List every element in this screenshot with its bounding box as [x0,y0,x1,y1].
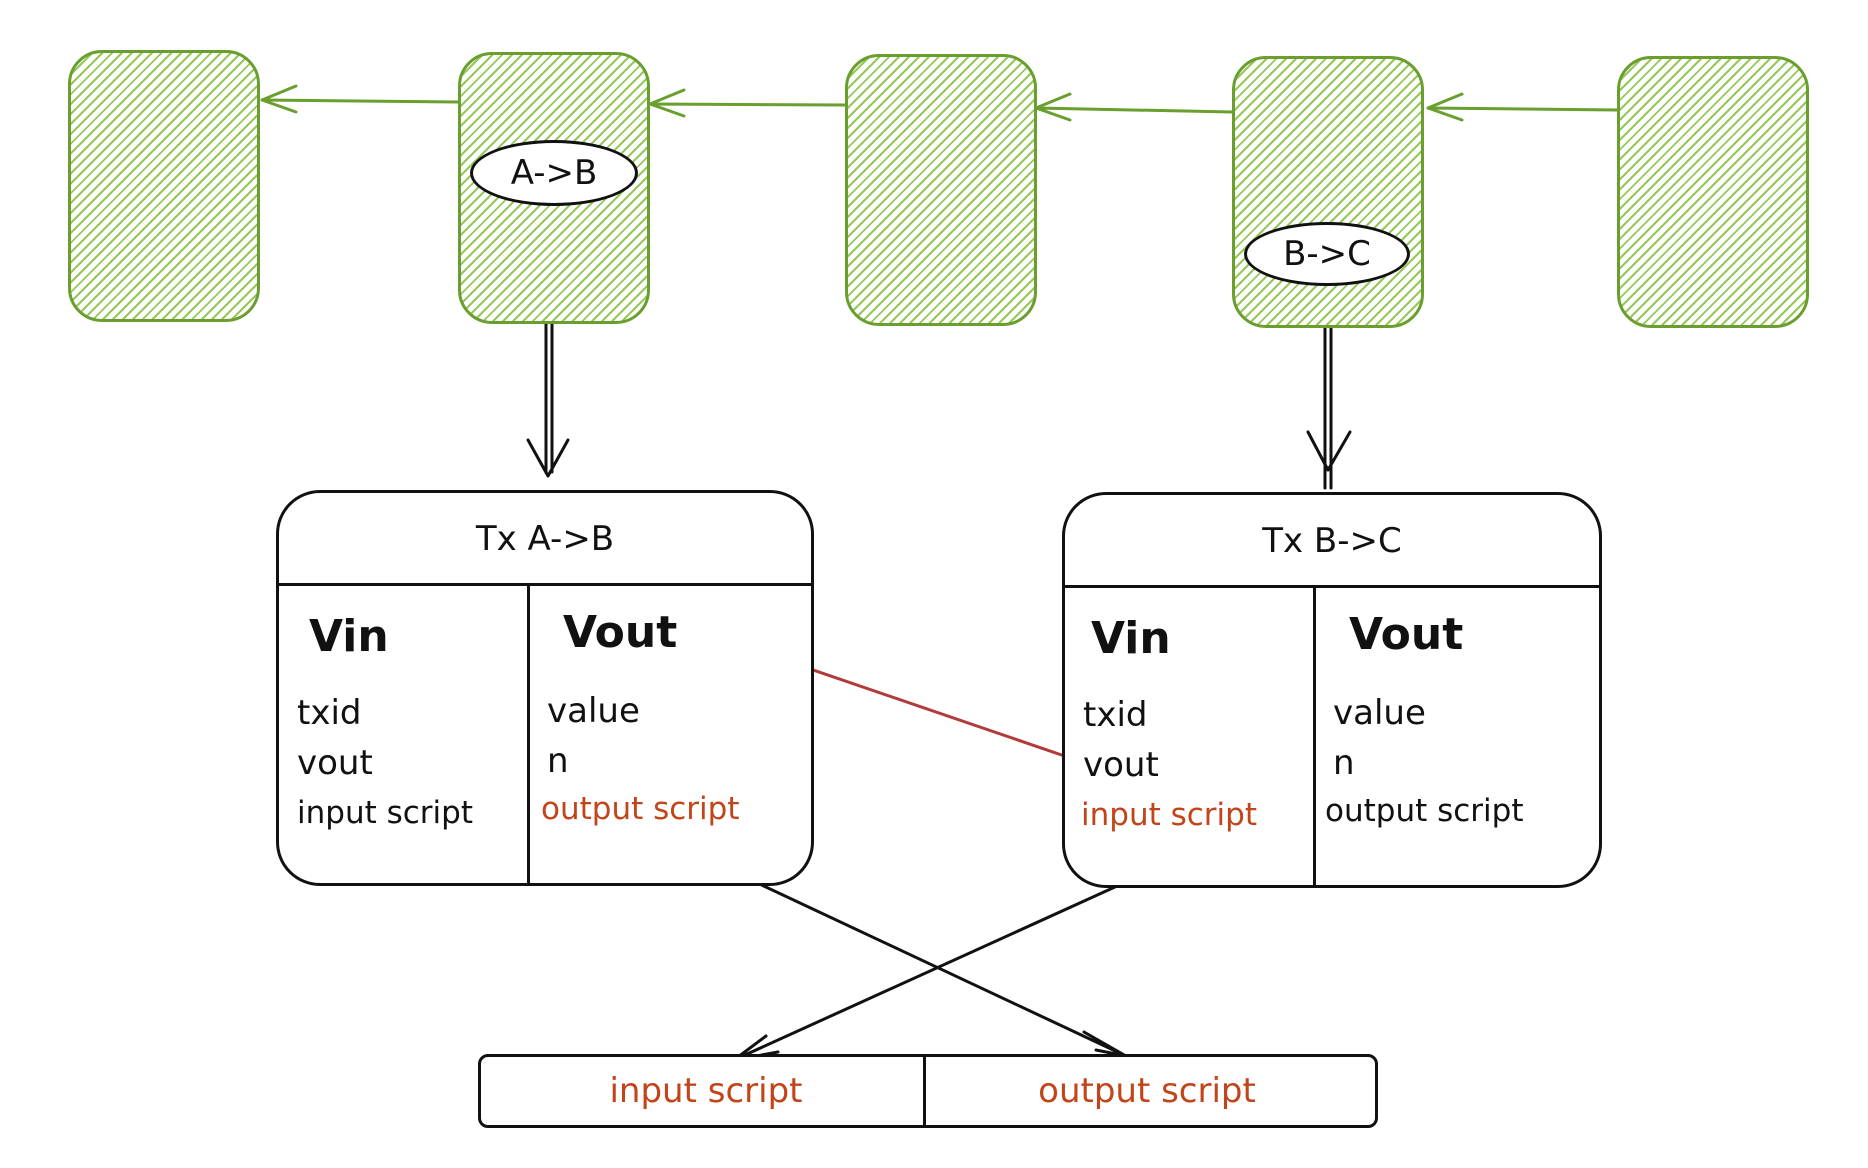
tx-bc-vin-input-script: input script [1081,797,1257,833]
tx-bc-vout-output-script: output script [1325,793,1524,829]
tx-ab-vin-txid: txid [297,693,362,733]
tx-ab-vin-input-script: input script [297,795,473,831]
tx-ab-vout-header: Vout [563,607,678,658]
tx-ab-vout-n: n [547,741,569,781]
tx-bc-vout-header: Vout [1349,609,1464,660]
tx-bc-vout-n: n [1333,743,1355,783]
chain-arrow-4-to-3 [1034,92,1234,122]
chain-arrow-2-to-1 [260,84,460,114]
tx-ab-vin-vout: vout [297,743,373,783]
block-tx-label-ab-text: A->B [510,153,598,193]
combined-script-divider [923,1057,926,1125]
tx-bc-vin-txid: txid [1083,695,1148,735]
block-5 [1617,56,1809,328]
combined-output-script: output script [1038,1071,1256,1111]
chain-arrow-3-to-2 [648,88,847,118]
tx-ab-vout-output-script: output script [541,791,740,827]
block-tx-label-bc: B->C [1244,222,1410,286]
tx-bc-card: Tx B->C Vin txid vout input script Vout … [1062,492,1602,888]
tx-bc-vin-header: Vin [1091,613,1171,664]
combined-input-script: input script [609,1071,803,1111]
block-tx-label-bc-text: B->C [1283,234,1371,274]
tx-bc-vin-vout: vout [1083,745,1159,785]
tx-ab-column-divider [527,583,530,883]
tx-ab-vout-value: value [547,691,640,731]
combined-script-box: input script output script [478,1054,1378,1128]
block-tx-label-ab: A->B [470,140,638,206]
tx-bc-title: Tx B->C [1262,521,1402,561]
tx-bc-divider [1065,585,1599,588]
tx-ab-card: Tx A->B Vin txid vout input script Vout … [276,490,814,886]
block-1 [68,50,260,322]
tx-ab-vin-header: Vin [309,611,389,662]
block-4 [1232,56,1424,328]
chain-arrow-5-to-4 [1426,92,1619,122]
block-3 [845,54,1037,326]
tx-bc-column-divider [1313,585,1316,885]
tx-ab-divider [279,583,811,586]
tx-bc-vout-value: value [1333,693,1426,733]
tx-ab-title: Tx A->B [475,519,615,559]
